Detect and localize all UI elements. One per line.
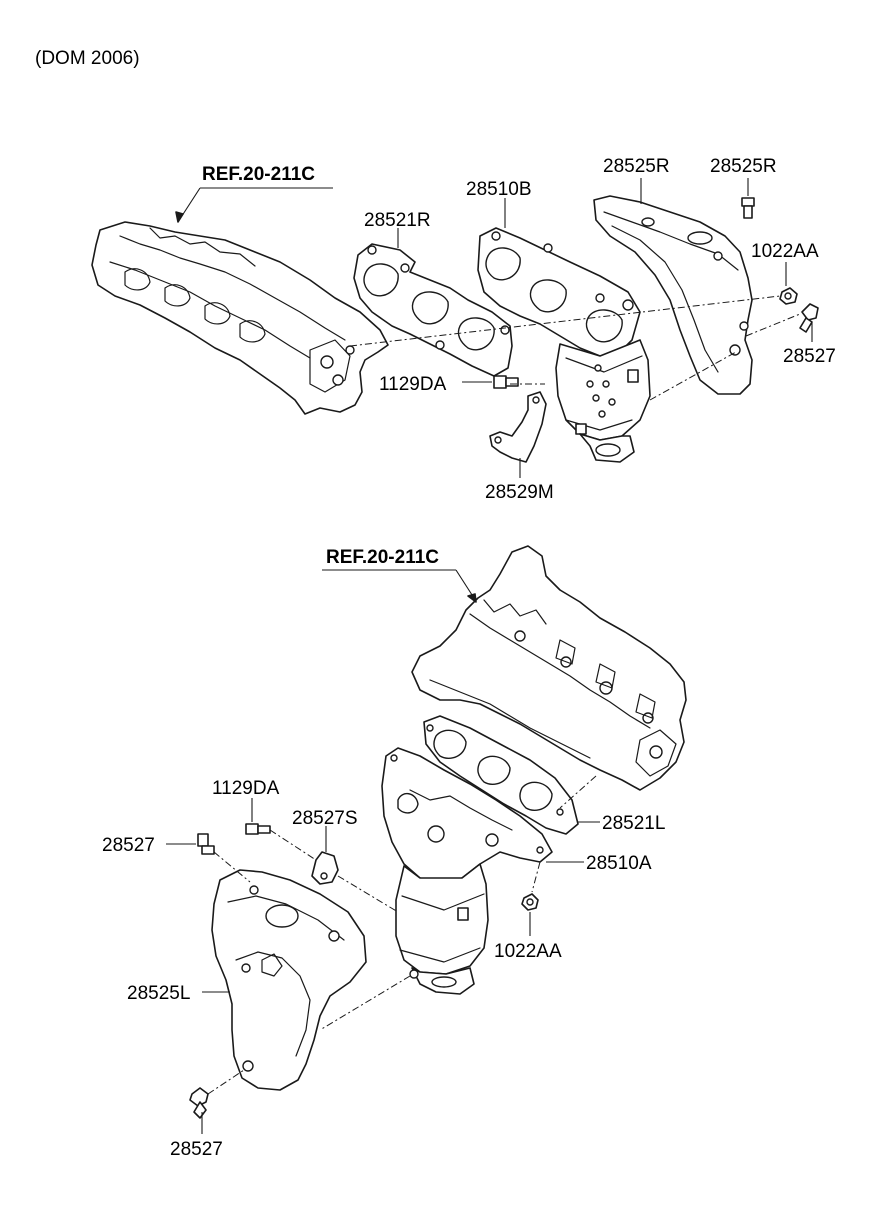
label-28529M: 28529M [485,482,554,503]
label-28527-bottom-lower: 28527 [170,1139,223,1160]
bottom-bolt-28527-upper [197,833,215,855]
bottom-cylinder-head [411,545,687,791]
bottom-heat-protector-28525L [211,869,367,1091]
label-1129DA-bottom: 1129DA [212,778,280,799]
top-stud-bolt-1129DA [493,375,519,389]
top-bolt-icon-a [741,197,755,219]
top-nut-1022AA [779,287,798,305]
bottom-gasket-28521L [423,715,579,835]
top-ref-label: REF.20-211C [202,164,315,185]
bottom-nut-1022AA [521,893,539,911]
top-heat-protector-28525R [593,195,753,395]
label-28521R: 28521R [364,210,431,231]
label-28527S: 28527S [292,808,358,829]
label-28510B: 28510B [466,179,532,200]
bottom-manifold-28510A [381,747,553,995]
top-bracket-28529M [489,391,547,463]
label-1022AA-bottom: 1022AA [494,941,562,962]
top-gasket-28521R [353,243,513,377]
top-assembly: REF.20-211C 28521R [91,156,836,503]
bottom-stud-bolt-1129DA [245,823,271,835]
label-28527-top: 28527 [783,346,836,367]
label-28525R-a: 28525R [603,156,670,177]
bottom-spacer-28527S [311,851,339,885]
label-28527-bottom-upper: 28527 [102,835,155,856]
bottom-bolt-28527-lower [189,1087,209,1119]
top-bolt-28527 [799,303,819,333]
label-28525L: 28525L [127,983,190,1004]
label-28525R-b: 28525R [710,156,777,177]
bottom-assembly: REF.20-211C 28521L [102,545,687,1160]
top-manifold-28510B [477,227,651,463]
top-cylinder-head [91,221,389,415]
model-year-note: (DOM 2006) [35,48,140,69]
label-1129DA-top: 1129DA [379,374,447,395]
label-28521L: 28521L [602,813,665,834]
bottom-ref-label: REF.20-211C [326,547,439,568]
label-1022AA-top: 1022AA [751,241,819,262]
label-28510A: 28510A [586,853,652,874]
